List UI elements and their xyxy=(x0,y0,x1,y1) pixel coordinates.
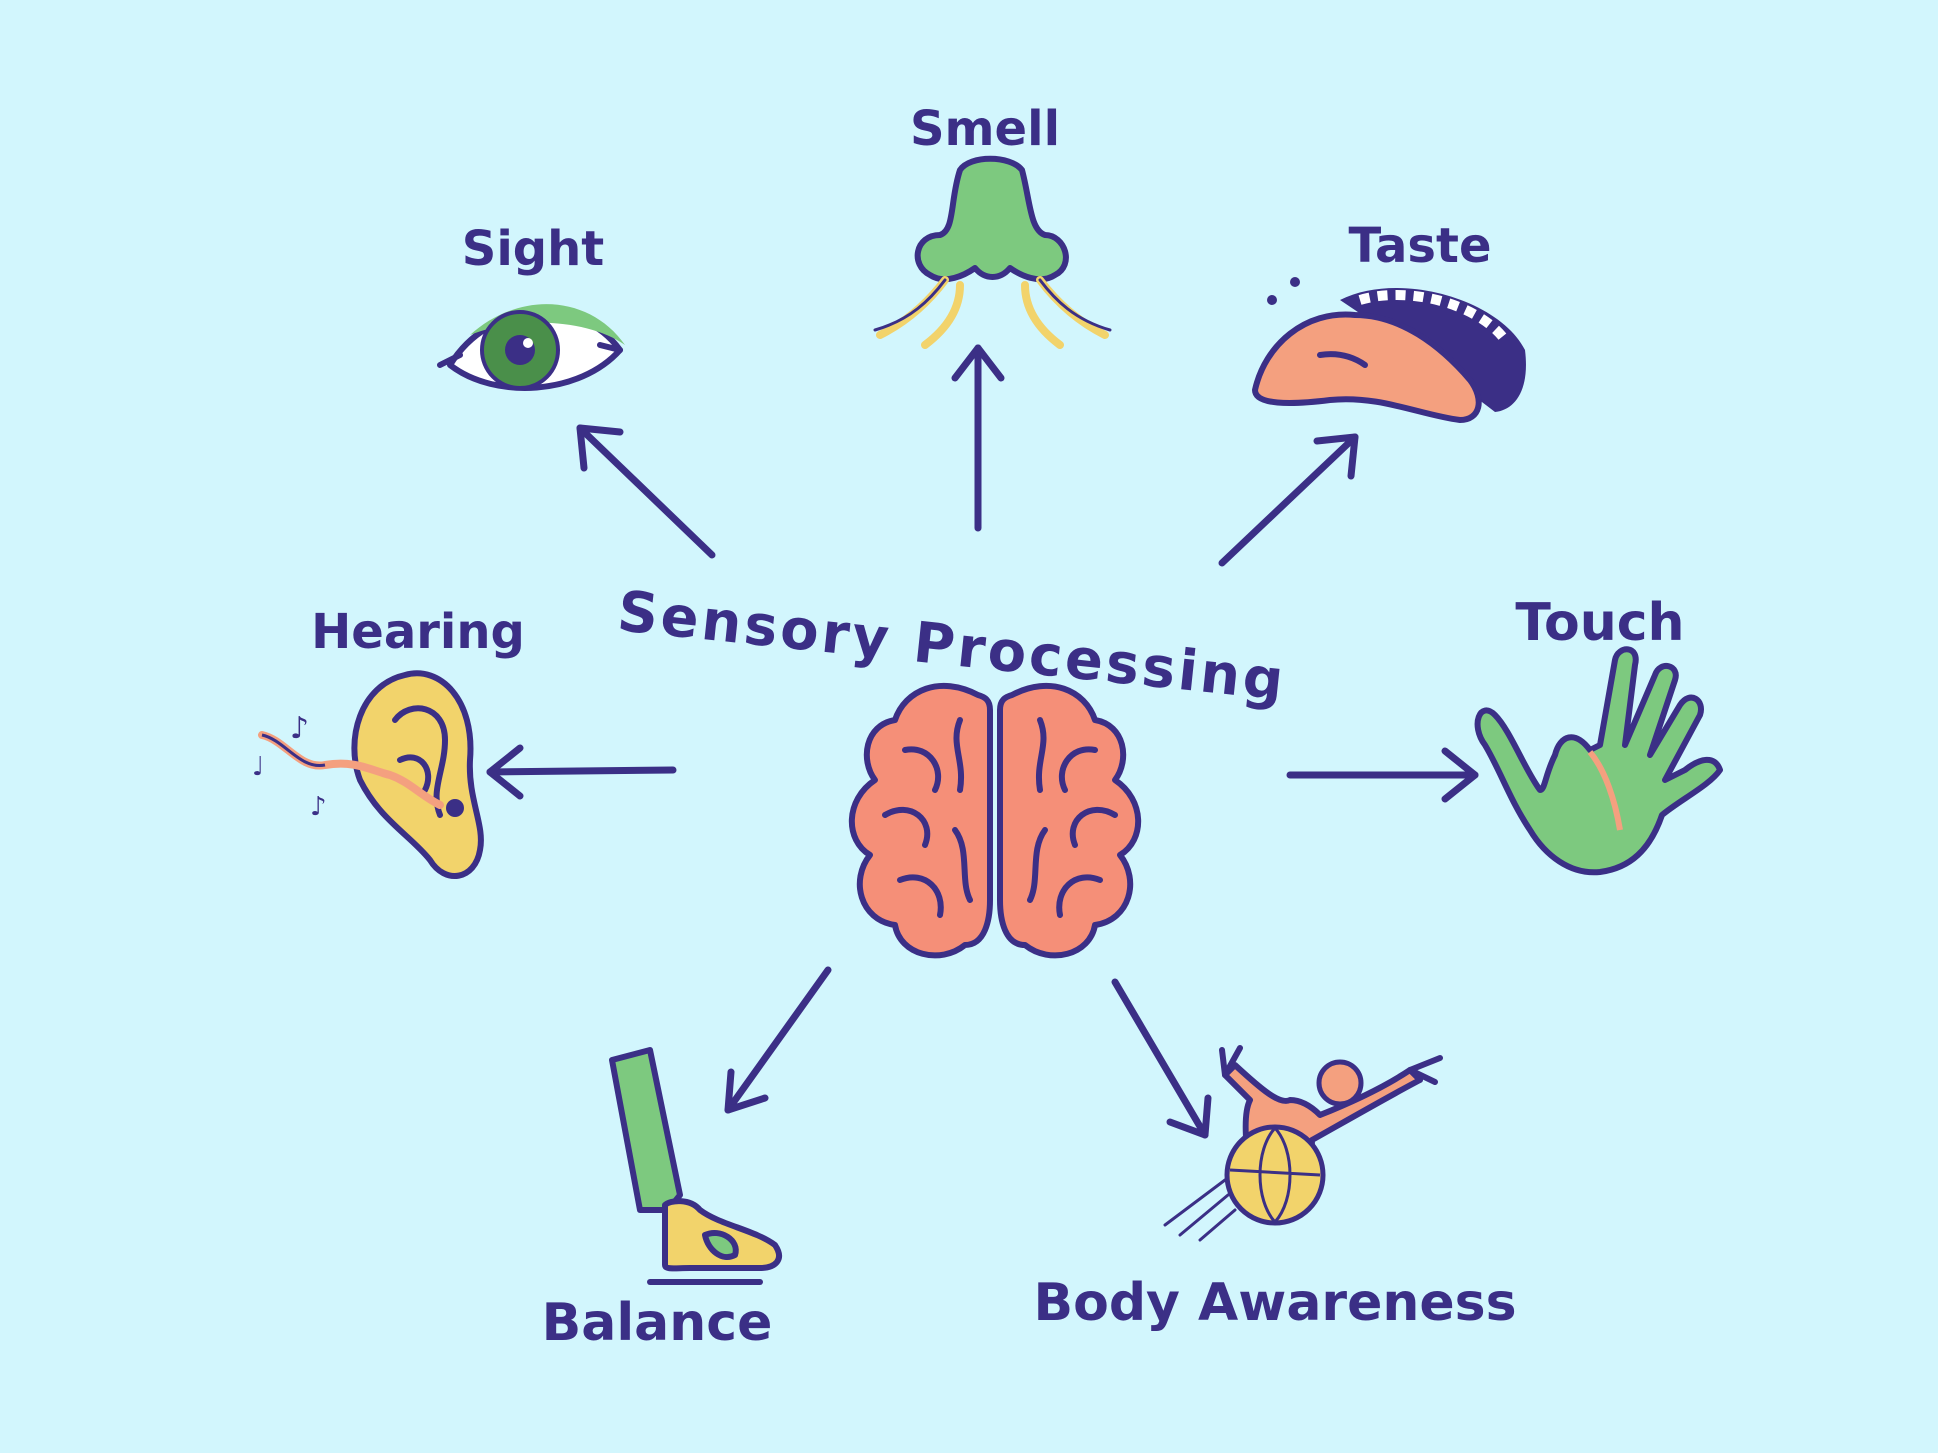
arrow-to-balance xyxy=(724,966,832,1114)
arrow-to-smell xyxy=(951,344,1005,532)
label-taste: Taste xyxy=(1348,218,1491,274)
label-hearing: Hearing xyxy=(311,604,525,660)
label-touch: Touch xyxy=(1515,593,1684,653)
label-smell: Smell xyxy=(910,101,1060,157)
leg-shoe-icon xyxy=(609,1047,782,1285)
person-ball-icon xyxy=(1163,1045,1443,1242)
tongue-icon xyxy=(1252,277,1526,423)
ear-icon: ♪ ♩ ♪ xyxy=(252,670,484,879)
label-sight: Sight xyxy=(462,221,605,277)
label-body-awareness: Body Awareness xyxy=(1033,1273,1516,1333)
arrow-to-hearing xyxy=(486,744,677,800)
hand-icon xyxy=(1474,646,1723,876)
svg-text:♪: ♪ xyxy=(310,792,327,822)
arrow-to-taste xyxy=(1218,433,1359,567)
svg-text:♩: ♩ xyxy=(252,752,264,782)
svg-text:♪: ♪ xyxy=(290,711,309,746)
eye-icon xyxy=(437,304,625,391)
label-balance: Balance xyxy=(542,1293,773,1353)
arrow-to-touch xyxy=(1286,747,1479,803)
brain-icon xyxy=(848,683,1142,959)
arrow-to-body-awareness xyxy=(1111,978,1212,1139)
arrow-to-sight xyxy=(576,424,716,559)
nose-icon xyxy=(873,155,1112,349)
